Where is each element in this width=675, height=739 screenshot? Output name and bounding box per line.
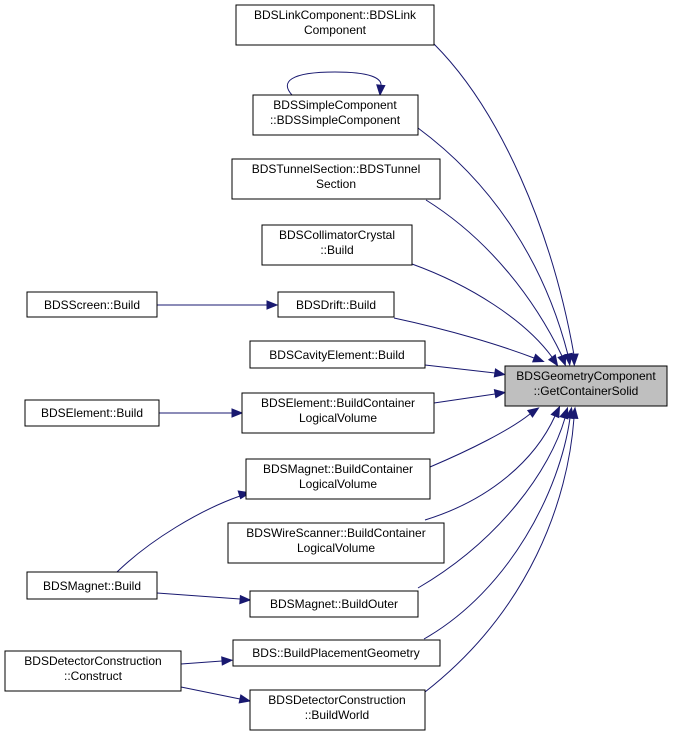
node-simple-component[interactable]: BDSSimpleComponent ::BDSSimpleComponent <box>252 94 419 136</box>
node-label-line: BDSDrift::Build <box>296 298 376 312</box>
node-label-line: ::GetContainerSolid <box>534 384 639 398</box>
edge-tunnel-section-to-target <box>425 199 567 367</box>
edge-detector-build-world-to-target <box>424 406 579 693</box>
node-cavity-build[interactable]: BDSCavityElement::Build <box>249 340 426 369</box>
edge-detector-construct-to-detector-build-world <box>180 686 252 704</box>
node-label-line: BDSCollimatorCrystal <box>279 228 395 242</box>
node-wire-scanner-bclv[interactable]: BDSWireScanner::BuildContainer LogicalVo… <box>227 522 445 564</box>
edge-simple-component-self-loop <box>286 71 386 97</box>
node-drift-build[interactable]: BDSDrift::Build <box>277 291 395 318</box>
node-label-line: ::BDSSimpleComponent <box>270 113 401 127</box>
node-magnet-build[interactable]: BDSMagnet::Build <box>26 571 158 600</box>
edge-element-bclv-to-target <box>433 389 507 404</box>
edge-magnet-build-to-magnet-build-outer <box>156 592 252 605</box>
edge-wire-scanner-bclv-to-target <box>424 405 561 521</box>
node-label-line: BDSElement::Build <box>41 406 143 420</box>
node-label-line: ::Construct <box>64 669 123 683</box>
node-label-line: Section <box>316 177 356 191</box>
node-label-line: BDSSimpleComponent <box>273 98 397 112</box>
node-label-line: ::Build <box>320 243 353 257</box>
nodes-layer: BDSGeometryComponent ::GetContainerSolid… <box>4 4 668 731</box>
edge-detector-construct-to-placement-geometry <box>180 656 234 666</box>
node-magnet-bclv[interactable]: BDSMagnet::BuildContainer LogicalVolume <box>245 458 431 500</box>
edge-element-build-to-element-bclv <box>159 408 244 418</box>
edge-screen-build-to-drift-build <box>157 300 279 310</box>
node-label-line: BDSCavityElement::Build <box>269 348 404 362</box>
node-label-line: BDSMagnet::Build <box>43 579 141 593</box>
node-label-line: LogicalVolume <box>299 477 377 491</box>
node-placement-geometry[interactable]: BDS::BuildPlacementGeometry <box>232 639 441 667</box>
node-label-line: BDS::BuildPlacementGeometry <box>252 646 419 660</box>
node-label-line: BDSDetectorConstruction <box>268 693 405 707</box>
node-label-line: BDSLinkComponent::BDSLink <box>254 8 417 22</box>
node-label-line: BDSTunnelSection::BDSTunnel <box>252 162 421 176</box>
node-label-line: BDSGeometryComponent <box>516 369 656 383</box>
node-label-line: BDSScreen::Build <box>44 298 140 312</box>
edge-collimator-crystal-to-target <box>411 263 559 367</box>
edge-cavity-build-to-target <box>424 364 506 378</box>
node-label-line: Component <box>304 23 367 37</box>
node-label-line: BDSMagnet::BuildOuter <box>270 597 398 611</box>
node-label-line: BDSDetectorConstruction <box>24 654 161 668</box>
edge-magnet-bclv-to-target <box>429 407 540 468</box>
node-label-line: LogicalVolume <box>299 411 377 425</box>
edge-simple-component-to-target <box>417 127 573 367</box>
node-magnet-build-outer[interactable]: BDSMagnet::BuildOuter <box>249 590 419 618</box>
node-detector-construct[interactable]: BDSDetectorConstruction ::Construct <box>4 650 182 692</box>
node-label-line: ::BuildWorld <box>305 708 369 722</box>
node-get-container-solid[interactable]: BDSGeometryComponent ::GetContainerSolid <box>504 365 668 407</box>
node-label-line: LogicalVolume <box>297 541 375 555</box>
node-tunnel-section[interactable]: BDSTunnelSection::BDSTunnel Section <box>231 158 441 200</box>
edge-drift-build-to-target <box>393 317 545 363</box>
node-link-component[interactable]: BDSLinkComponent::BDSLink Component <box>235 4 435 46</box>
node-element-bclv[interactable]: BDSElement::BuildContainer LogicalVolume <box>241 392 435 434</box>
node-detector-build-world[interactable]: BDSDetectorConstruction ::BuildWorld <box>249 689 426 731</box>
node-label-line: BDSElement::BuildContainer <box>261 396 415 410</box>
node-screen-build[interactable]: BDSScreen::Build <box>26 291 158 318</box>
node-element-build[interactable]: BDSElement::Build <box>24 399 160 427</box>
node-label-line: BDSWireScanner::BuildContainer <box>246 526 425 540</box>
edge-placement-geometry-to-target <box>423 406 575 640</box>
node-collimator-crystal[interactable]: BDSCollimatorCrystal ::Build <box>261 224 413 266</box>
edges-layer <box>116 43 579 704</box>
node-label-line: BDSMagnet::BuildContainer <box>263 462 413 476</box>
